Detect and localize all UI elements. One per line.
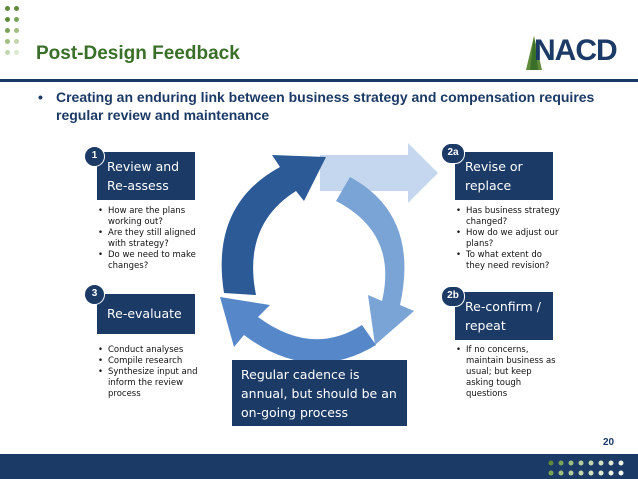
page-number: 20 (603, 437, 615, 448)
list-item: If no concerns, maintain business as usu… (456, 345, 561, 400)
step-reevaluate-box: Re-evaluate (97, 294, 195, 334)
step-1-badge: 1 (84, 146, 105, 167)
step-reconfirm-line2: repeat (465, 318, 506, 333)
cycle-arrows-diagram (220, 143, 438, 363)
step-revise-box: Revise or replace (455, 152, 553, 200)
step-reconfirm-line1: Re-confirm / (465, 299, 541, 314)
step-revise-list: Has business strategy changed? How do we… (456, 206, 561, 272)
footer-dot-grid-icon (548, 460, 624, 476)
step-review-line2: Re-assess (107, 178, 169, 193)
step-2a-badge: 2a (441, 143, 465, 164)
arc-right-icon (336, 177, 414, 345)
cadence-line3: on-going process (241, 405, 349, 420)
footer-bar (0, 454, 638, 479)
step-revise-line1: Revise or (465, 159, 523, 174)
main-bullet-text: Creating an enduring link between busine… (56, 89, 595, 123)
step-3-badge: 3 (84, 284, 105, 305)
step-reevaluate-list: Conduct analyses Compile research Synthe… (98, 345, 208, 400)
nacd-logo: NACD (516, 30, 634, 70)
slide-title: Post-Design Feedback (36, 43, 240, 64)
step-review-line1: Review and (107, 159, 180, 174)
arc-bottom-icon (220, 297, 376, 363)
step-revise-line2: replace (465, 178, 512, 193)
list-item: Conduct analyses (98, 345, 208, 356)
list-item: Compile research (98, 356, 208, 367)
list-item: To what extent do they need revision? (456, 250, 561, 272)
cadence-line1: Regular cadence is (241, 367, 360, 382)
header-rule (0, 79, 638, 82)
list-item: Are they still aligned with strategy? (98, 228, 208, 250)
bullet-mark: • (38, 89, 43, 105)
step-reevaluate-line1: Re-evaluate (107, 306, 182, 321)
arrow-to-revise-icon (320, 143, 438, 203)
logo-leaf-icon (526, 36, 542, 70)
list-item: How do we adjust our plans? (456, 228, 561, 250)
list-item: Do we need to make changes? (98, 250, 208, 272)
cadence-line2: annual, but should be an (241, 386, 397, 401)
list-item: Has business strategy changed? (456, 206, 561, 228)
step-review-list: How are the plans working out? Are they … (98, 206, 208, 272)
list-item: How are the plans working out? (98, 206, 208, 228)
arc-left-icon (221, 155, 326, 295)
step-reconfirm-list: If no concerns, maintain business as usu… (456, 345, 561, 400)
logo-text: NACD (534, 34, 618, 67)
step-2b-badge: 2b (441, 286, 465, 307)
step-reconfirm-box: Re-confirm / repeat (455, 292, 553, 340)
cadence-box: Regular cadence is annual, but should be… (232, 360, 407, 426)
step-review-box: Review and Re-assess (97, 152, 195, 200)
list-item: Synthesize input and inform the review p… (98, 367, 208, 400)
